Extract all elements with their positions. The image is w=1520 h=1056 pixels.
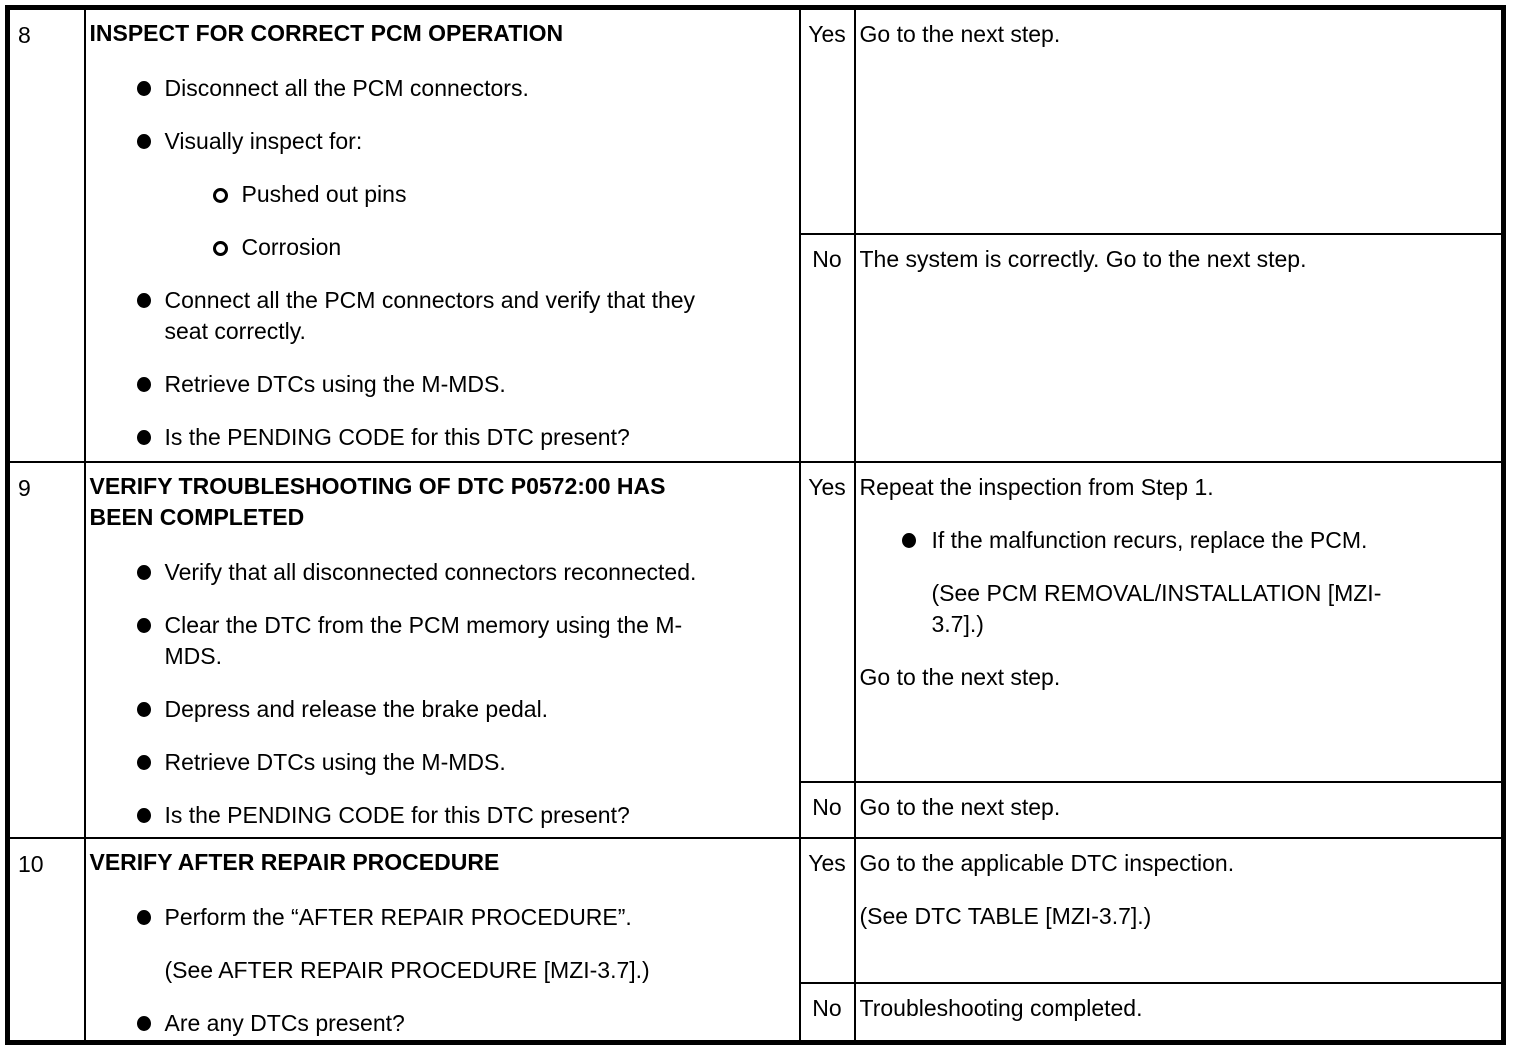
result-text: Go to the next step. — [859, 793, 1061, 820]
table-row: 9 VERIFY TROUBLESHOOTING OF DTC P0572:00… — [6, 461, 1505, 840]
yes-result-cell: Go to the applicable DTC inspection. (Se… — [853, 837, 1505, 985]
bullet-icon — [136, 377, 151, 392]
result-text: Repeat the inspection from Step 1. — [859, 474, 1214, 501]
no-label: No — [798, 233, 856, 464]
step-action-cell: INSPECT FOR CORRECT PCM OPERATION Discon… — [83, 6, 801, 464]
yes-label: Yes — [798, 6, 856, 236]
result-reference: (See DTC TABLE [MZI-3.7].) — [859, 903, 1152, 930]
step-number: 10 — [6, 837, 86, 1044]
result-text: Go to the next step. — [859, 664, 1061, 691]
table-row: No Go to the next step. — [8, 780, 1505, 840]
action-text: Pushed out pins — [241, 181, 407, 207]
result-item: If the malfunction recurs, replace the P… — [857, 525, 1494, 556]
bullet-icon — [136, 808, 151, 824]
step-number: 8 — [6, 6, 86, 464]
yes-label: Yes — [798, 837, 856, 985]
action-subitem: Pushed out pins — [87, 179, 793, 210]
action-text: Perform the “AFTER REPAIR PROCEDURE”. — [164, 904, 632, 931]
no-result-cell: The system is correctly. Go to the next … — [853, 233, 1505, 464]
action-item: Perform the “AFTER REPAIR PROCEDURE”. — [87, 902, 793, 933]
bullet-icon — [136, 1016, 151, 1032]
yes-result-cell: Repeat the inspection from Step 1. If th… — [853, 461, 1505, 783]
no-result-cell: Troubleshooting completed. — [853, 982, 1505, 1044]
action-item: Retrieve DTCs using the M-MDS. — [87, 747, 793, 778]
result-text: If the malfunction recurs, replace the P… — [931, 527, 1368, 554]
no-label: No — [798, 780, 856, 840]
action-text: Connect all the PCM connectors and verif… — [164, 287, 696, 344]
action-text: Retrieve DTCs using the M-MDS. — [164, 749, 506, 776]
no-label: No — [798, 982, 856, 1044]
bullet-icon — [136, 134, 151, 149]
action-text: Retrieve DTCs using the M-MDS. — [164, 371, 506, 397]
result-reference: (See PCM REMOVAL/INSTALLATION [MZI-3.7].… — [931, 580, 1382, 638]
table-row: 10 VERIFY AFTER REPAIR PROCEDURE Perform… — [6, 837, 1505, 1044]
bullet-icon — [136, 293, 151, 308]
action-item: Disconnect all the PCM connectors. — [87, 73, 793, 104]
circle-icon — [212, 188, 228, 203]
step-number: 9 — [6, 461, 86, 840]
bullet-icon — [136, 81, 151, 96]
result-text: Troubleshooting completed. — [859, 995, 1143, 1022]
result-text: The system is correctly. Go to the next … — [859, 246, 1307, 273]
action-text: Is the PENDING CODE for this DTC present… — [164, 424, 630, 450]
result-text: Go to the next step. — [859, 21, 1061, 47]
action-item: Clear the DTC from the PCM memory using … — [87, 610, 793, 672]
action-item: Verify that all disconnected connectors … — [87, 557, 793, 588]
step-title: INSPECT FOR CORRECT PCM OPERATION — [89, 20, 564, 46]
bullet-icon — [136, 565, 151, 581]
action-item: Is the PENDING CODE for this DTC present… — [87, 422, 793, 453]
action-item: Are any DTCs present? — [87, 1008, 793, 1039]
action-item: Retrieve DTCs using the M-MDS. — [87, 369, 793, 400]
troubleshooting-table: 8 INSPECT FOR CORRECT PCM OPERATION Disc… — [5, 5, 1506, 1045]
bullet-icon — [136, 618, 151, 634]
action-text: Visually inspect for: — [164, 128, 363, 154]
action-text: Clear the DTC from the PCM memory using … — [164, 612, 683, 670]
result-text: Go to the applicable DTC inspection. — [859, 850, 1235, 877]
no-result-cell: Go to the next step. — [853, 780, 1505, 840]
action-subitem: Corrosion — [87, 232, 793, 263]
bullet-icon — [136, 910, 151, 926]
action-reference: (See AFTER REPAIR PROCEDURE [MZI-3.7].) — [164, 957, 650, 984]
action-text: Disconnect all the PCM connectors. — [164, 75, 529, 101]
step-title: VERIFY TROUBLESHOOTING OF DTC P0572:00 H… — [89, 473, 666, 531]
bullet-icon — [136, 430, 151, 445]
table-row: No Troubleshooting completed. — [8, 982, 1505, 1044]
action-text: Is the PENDING CODE for this DTC present… — [164, 802, 630, 829]
step-action-cell: VERIFY AFTER REPAIR PROCEDURE Perform th… — [83, 837, 801, 1044]
bullet-icon — [136, 755, 151, 771]
step-action-cell: VERIFY TROUBLESHOOTING OF DTC P0572:00 H… — [83, 461, 801, 840]
yes-label: Yes — [798, 461, 856, 783]
action-text: Are any DTCs present? — [164, 1010, 405, 1037]
table-row: No The system is correctly. Go to the ne… — [8, 233, 1505, 464]
action-text: Depress and release the brake pedal. — [164, 696, 549, 723]
action-text: Corrosion — [241, 234, 342, 260]
step-title: VERIFY AFTER REPAIR PROCEDURE — [89, 849, 500, 876]
action-item: Visually inspect for: — [87, 126, 793, 157]
bullet-icon — [901, 533, 916, 549]
bullet-icon — [136, 702, 151, 718]
action-item: Depress and release the brake pedal. — [87, 694, 793, 725]
table-row: 8 INSPECT FOR CORRECT PCM OPERATION Disc… — [6, 6, 1505, 464]
action-text: Verify that all disconnected connectors … — [164, 559, 697, 586]
yes-result-cell: Go to the next step. — [853, 6, 1505, 236]
action-item: Is the PENDING CODE for this DTC present… — [87, 800, 793, 831]
circle-icon — [212, 241, 228, 256]
action-item: Connect all the PCM connectors and verif… — [87, 285, 793, 347]
